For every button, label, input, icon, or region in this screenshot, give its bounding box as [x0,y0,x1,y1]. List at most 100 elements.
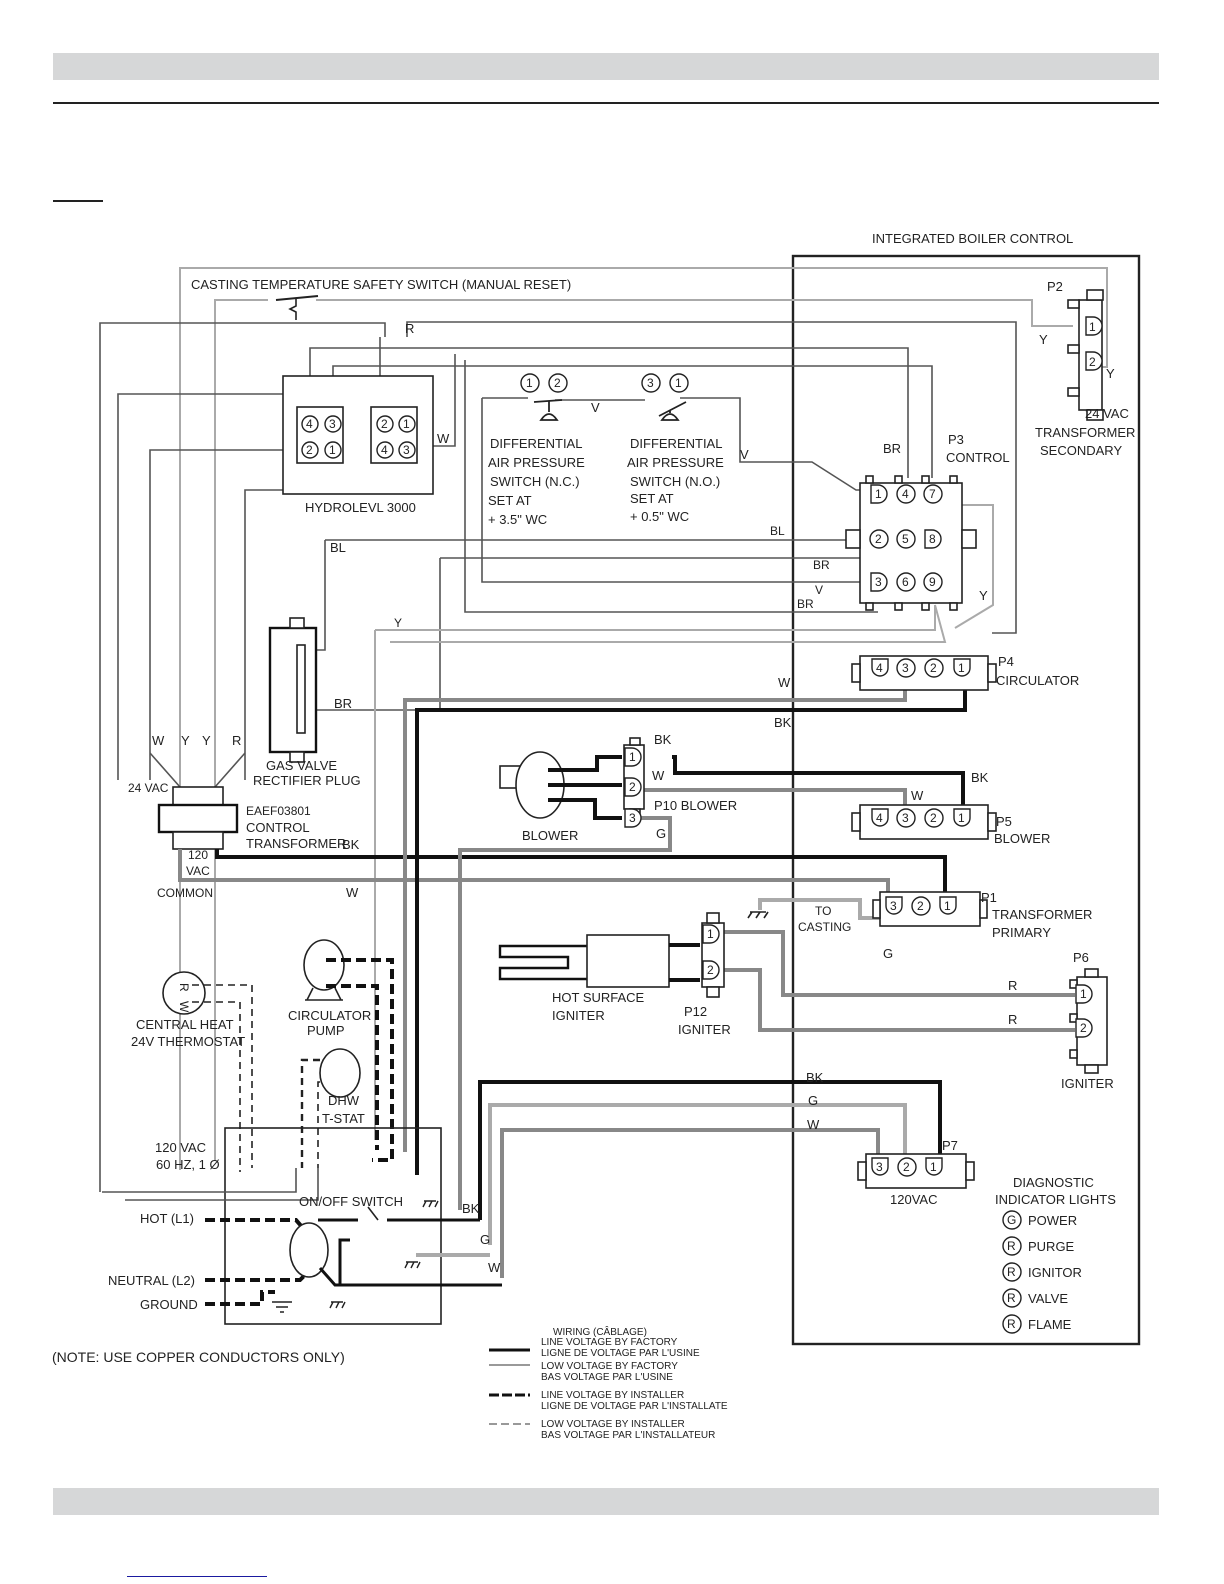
connector-pin: 2 [869,529,889,549]
svg-text:R: R [1008,978,1017,993]
svg-text:SET AT: SET AT [488,493,532,508]
connector-pin: 1 [953,658,971,677]
connector-pin: 1 [702,924,720,944]
svg-text:PURGE: PURGE [1028,1239,1075,1254]
svg-text:BL: BL [330,540,346,555]
svg-text:4: 4 [306,417,313,431]
svg-text:DIFFERENTIAL: DIFFERENTIAL [490,436,582,451]
svg-text:W: W [488,1260,501,1275]
svg-text:BAS VOLTAGE PAR L'INSTALLATEUR: BAS VOLTAGE PAR L'INSTALLATEUR [541,1430,715,1441]
svg-text:INDICATOR LIGHTS: INDICATOR LIGHTS [995,1192,1116,1207]
svg-text:LIGNE DE VOLTAGE PAR L'USINE: LIGNE DE VOLTAGE PAR L'USINE [541,1348,700,1359]
svg-text:3: 3 [629,811,636,825]
svg-text:1: 1 [875,487,882,501]
connector-pin: 3 [870,572,888,592]
svg-text:NEUTRAL (L2): NEUTRAL (L2) [108,1273,195,1288]
svg-text:BL: BL [770,524,785,538]
footer-band [53,1488,1159,1515]
svg-text:CASTING: CASTING [798,920,851,934]
svg-text:R: R [232,733,241,748]
svg-text:R: R [1007,1317,1016,1331]
svg-text:V: V [740,447,749,462]
ground-icon [329,1301,346,1309]
hydrolevel-label: HYDROLEVL 3000 [305,500,416,515]
connector-pin: 6 [896,572,916,592]
svg-text:DIAGNOSTIC: DIAGNOSTIC [1013,1175,1094,1190]
svg-text:HOT (L1): HOT (L1) [140,1211,194,1226]
connector-pin: 7 [923,484,943,504]
wires-low-voltage [99,267,1108,1192]
svg-text:4: 4 [876,811,883,825]
casting-safety-switch: CASTING TEMPERATURE SAFETY SWITCH (MANUA… [191,277,571,320]
svg-text:DIFFERENTIAL: DIFFERENTIAL [630,436,722,451]
central-heat-thermostat: R W CENTRAL HEAT 24V THERMOSTAT [131,971,253,1172]
svg-text:1: 1 [930,1160,937,1174]
svg-text:4: 4 [381,443,388,457]
svg-text:TRANSFORMER: TRANSFORMER [992,907,1092,922]
svg-text:3: 3 [647,376,654,390]
svg-text:VAC: VAC [186,864,210,878]
svg-text:1: 1 [1089,320,1096,334]
connector-pin: 1 [925,1157,943,1176]
svg-text:Y: Y [1039,332,1048,347]
svg-text:1: 1 [675,376,682,390]
svg-text:+ 0.5" WC: + 0.5" WC [630,509,689,524]
hydrolevel-3000: 4 3 2 1 2 1 4 3 HYDROLEVL 3000 [282,375,434,515]
connector-pin: 2 [897,1157,917,1177]
svg-text:1: 1 [944,899,951,913]
footer-link[interactable] [127,1576,267,1577]
svg-text:RECTIFIER PLUG: RECTIFIER PLUG [253,773,361,788]
svg-text:WIRING (CÂBLAGE): WIRING (CÂBLAGE) [553,1325,647,1338]
svg-text:AIR PRESSURE: AIR PRESSURE [627,455,724,470]
svg-text:2: 2 [1080,1021,1087,1035]
connector-pin: 2 [702,960,720,980]
svg-text:LIGNE DE VOLTAGE PAR L'INSTALL: LIGNE DE VOLTAGE PAR L'INSTALLATE [541,1401,728,1412]
svg-text:R: R [1008,1012,1017,1027]
connector-pin: 4 [871,808,889,827]
connector-pin: 1 [953,808,971,827]
connector-pin: 3 [885,896,903,915]
svg-text:1: 1 [707,927,714,941]
connector-pin: 5 [896,529,916,549]
svg-text:V: V [815,583,823,597]
svg-text:ON/OFF SWITCH: ON/OFF SWITCH [299,1194,403,1209]
hot-surface-igniter: HOT SURFACE IGNITER [498,934,700,1023]
svg-text:SET AT: SET AT [630,491,674,506]
svg-text:P7: P7 [942,1138,958,1153]
svg-text:3: 3 [329,417,336,431]
svg-text:GROUND: GROUND [140,1297,198,1312]
svg-text:BK: BK [774,715,792,730]
svg-text:BK: BK [971,770,989,785]
svg-text:2: 2 [917,899,924,913]
svg-text:LINE VOLTAGE BY FACTORY: LINE VOLTAGE BY FACTORY [541,1337,678,1348]
svg-text:W: W [437,431,450,446]
connector-p10: 123 BK W P10 BLOWER G [623,732,737,841]
svg-text:8: 8 [929,532,936,546]
svg-text:2: 2 [554,376,561,390]
connector-pin: 1 [1075,984,1093,1004]
connector-p12: 12 P12 IGNITER [678,912,731,1037]
svg-text:2: 2 [629,780,636,794]
svg-text:9: 9 [929,575,936,589]
svg-text:120: 120 [188,848,208,862]
connector-pin: 3 [871,1157,889,1176]
svg-text:W: W [152,733,165,748]
svg-text:4: 4 [876,661,883,675]
connector-pin: 2 [624,777,642,797]
svg-text:Y: Y [1106,366,1115,381]
svg-text:BAS VOLTAGE PAR L'USINE: BAS VOLTAGE PAR L'USINE [541,1372,673,1383]
svg-text:COMMON: COMMON [157,886,213,900]
svg-text:BR: BR [334,696,352,711]
svg-text:LOW VOLTAGE BY INSTALLER: LOW VOLTAGE BY INSTALLER [541,1419,685,1430]
ground-icon [422,1200,439,1208]
svg-text:Y: Y [181,733,190,748]
svg-text:2: 2 [381,417,388,431]
svg-text:2: 2 [930,661,937,675]
svg-text:24 VAC: 24 VAC [1085,406,1129,421]
svg-text:1: 1 [1080,987,1087,1001]
connector-pin: 1 [624,747,642,767]
